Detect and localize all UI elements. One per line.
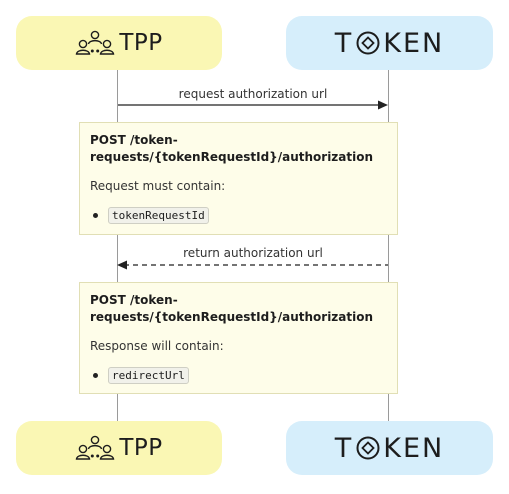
tpp-participant-top: TPP <box>16 16 222 70</box>
response-note: POST /token-requests/{tokenRequestId}/au… <box>79 282 398 394</box>
token-label-start: T <box>334 432 354 464</box>
message-return-label: return authorization url <box>183 246 323 260</box>
people-group-icon <box>76 30 115 55</box>
token-logo-o-icon <box>356 31 380 55</box>
token-lifeline <box>388 70 389 422</box>
request-note: POST /token-requests/{tokenRequestId}/au… <box>79 122 398 235</box>
tpp-lifeline <box>117 70 118 422</box>
token-participant-bottom: T KEN <box>286 421 493 475</box>
token-label-start: T <box>334 27 354 59</box>
token-logo-o-icon <box>356 436 380 460</box>
tpp-label: TPP <box>119 435 163 461</box>
people-group-icon <box>76 435 115 460</box>
token-label-end: KEN <box>383 27 445 59</box>
list-item: tokenRequestId <box>90 207 387 224</box>
code-redirect-url: redirectUrl <box>108 367 189 384</box>
note-title: POST /token-requests/{tokenRequestId}/au… <box>90 133 374 164</box>
token-label-end: KEN <box>383 432 445 464</box>
note-text: Response will contain: <box>90 339 224 353</box>
tpp-participant-bottom: TPP <box>16 421 222 475</box>
note-title: POST /token-requests/{tokenRequestId}/au… <box>90 293 374 324</box>
bullet-icon <box>93 373 98 378</box>
token-logo: T KEN <box>335 28 444 59</box>
message-request-label: request authorization url <box>178 87 328 101</box>
token-participant-top: T KEN <box>286 16 493 70</box>
note-text: Request must contain: <box>90 179 226 193</box>
token-logo: T KEN <box>335 433 444 464</box>
list-item: redirectUrl <box>90 367 387 384</box>
code-token-request-id: tokenRequestId <box>108 207 209 224</box>
bullet-icon <box>93 213 98 218</box>
tpp-label: TPP <box>119 30 163 56</box>
